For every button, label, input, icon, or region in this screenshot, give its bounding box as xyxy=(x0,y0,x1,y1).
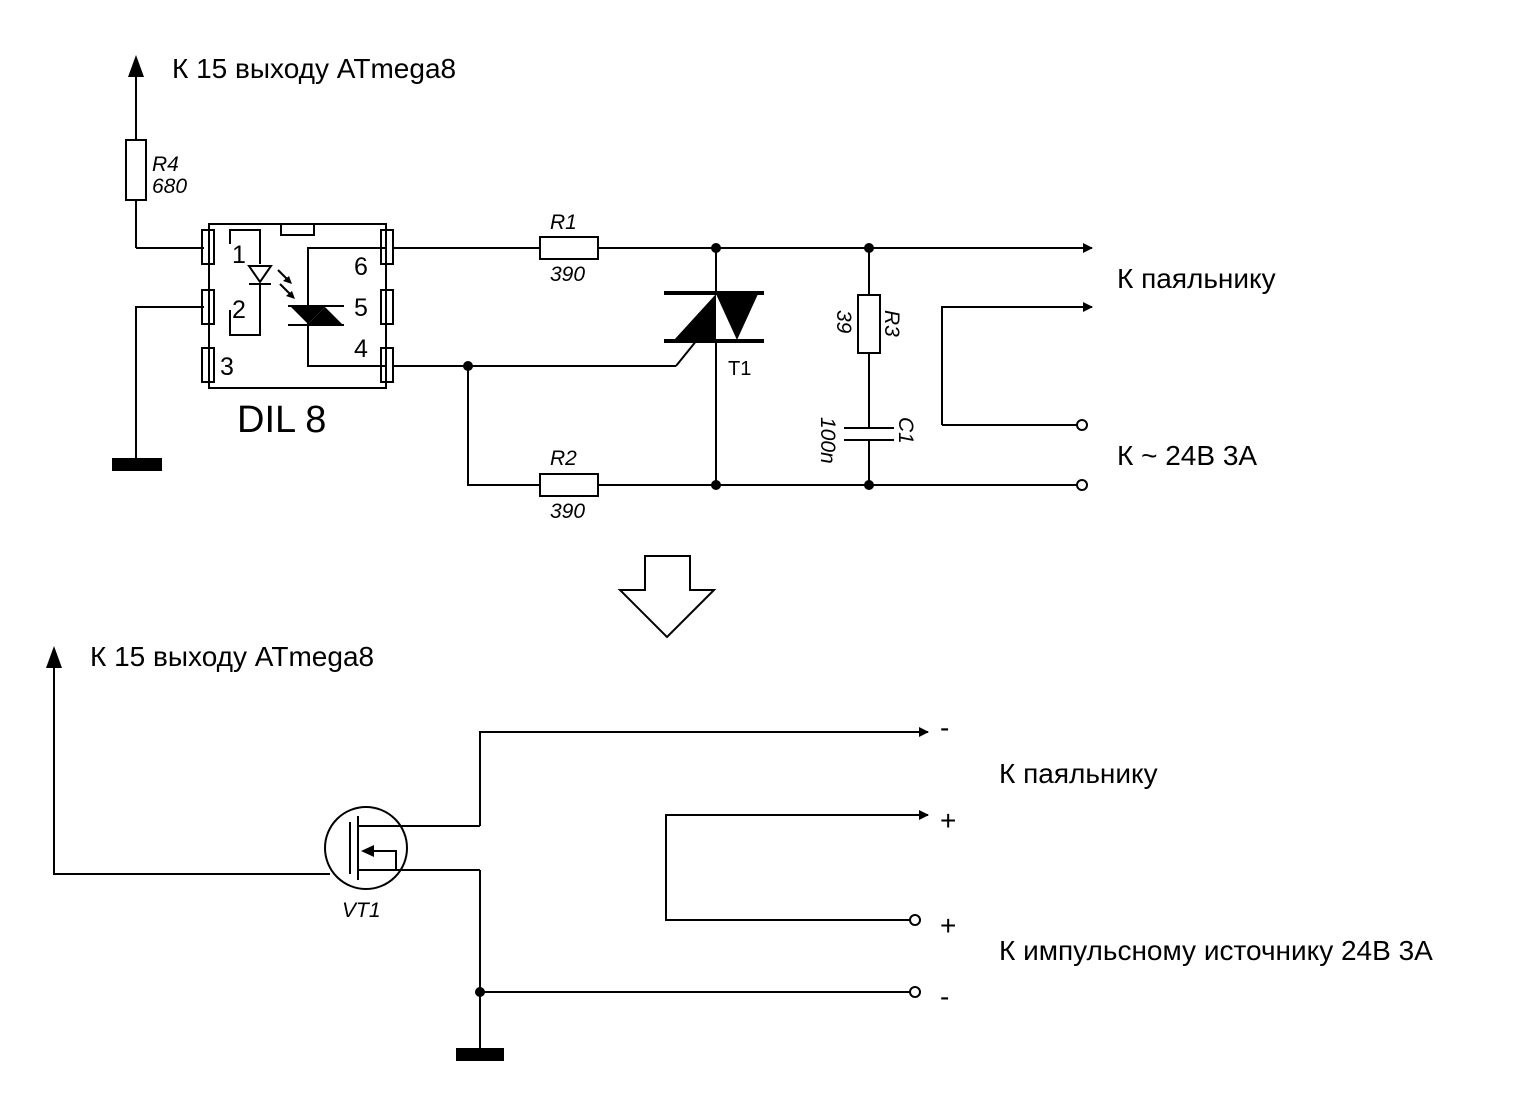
r3-name: R3 xyxy=(880,310,903,337)
polarity-iron-plus: + xyxy=(940,805,956,836)
mcu-label-bottom: К 15 выходу ATmega8 xyxy=(90,641,374,672)
pin-5: 5 xyxy=(354,294,368,322)
source-ground-wire xyxy=(456,870,921,1061)
iron-and-supply-top xyxy=(941,302,1093,491)
c1-name: C1 xyxy=(894,417,917,444)
iron-label-bottom: К паяльнику xyxy=(999,758,1158,789)
gate-wiring xyxy=(393,339,698,486)
c1-value: 100n xyxy=(816,417,839,464)
pin-6: 6 xyxy=(354,253,368,281)
r1-value: 390 xyxy=(550,263,585,286)
polarity-supply-minus: - xyxy=(940,981,949,1012)
ground-top xyxy=(112,306,204,471)
pin-4: 4 xyxy=(354,335,368,363)
pin-3: 3 xyxy=(220,353,234,381)
plus-loop-wire xyxy=(665,810,929,926)
r2-value: 390 xyxy=(550,500,585,523)
mosfet-vt1 xyxy=(324,806,480,890)
vt1-name: VT1 xyxy=(342,899,381,922)
r2-name: R2 xyxy=(550,447,577,470)
resistor-r1 xyxy=(393,236,1093,260)
supply-label-top: К ~ 24В 3А xyxy=(1117,440,1257,471)
r4-value: 680 xyxy=(152,175,187,198)
optocoupler xyxy=(201,223,394,389)
top-circuit: К 15 выходу ATmega8 R4 680 xyxy=(112,53,1276,523)
mcu-up-arrow-bottom xyxy=(46,646,330,875)
optocoupler-name: DIL 8 xyxy=(237,399,326,441)
mcu-label-top: К 15 выходу ATmega8 xyxy=(172,53,456,84)
r1-name: R1 xyxy=(550,211,577,234)
snubber xyxy=(844,243,894,490)
pin-2: 2 xyxy=(232,296,246,324)
triac-t1 xyxy=(664,243,764,490)
mcu-up-arrow-top xyxy=(128,55,144,140)
resistor-r4 xyxy=(125,139,204,249)
bottom-circuit: К 15 выходу ATmega8 VT1 - + xyxy=(46,641,1433,1061)
polarity-iron-minus: - xyxy=(940,712,949,743)
r4-name: R4 xyxy=(152,153,179,176)
r3-value: 39 xyxy=(832,310,855,334)
polarity-supply-plus: + xyxy=(940,910,956,941)
drain-wire xyxy=(479,727,929,826)
t1-name: T1 xyxy=(728,358,751,380)
supply-label-bottom: К импульсному источнику 24В 3А xyxy=(999,935,1433,966)
pin-1: 1 xyxy=(232,241,246,269)
transformation-down-arrow xyxy=(617,555,717,639)
resistor-r2 xyxy=(539,473,1077,497)
iron-label-top: К паяльнику xyxy=(1117,263,1276,294)
